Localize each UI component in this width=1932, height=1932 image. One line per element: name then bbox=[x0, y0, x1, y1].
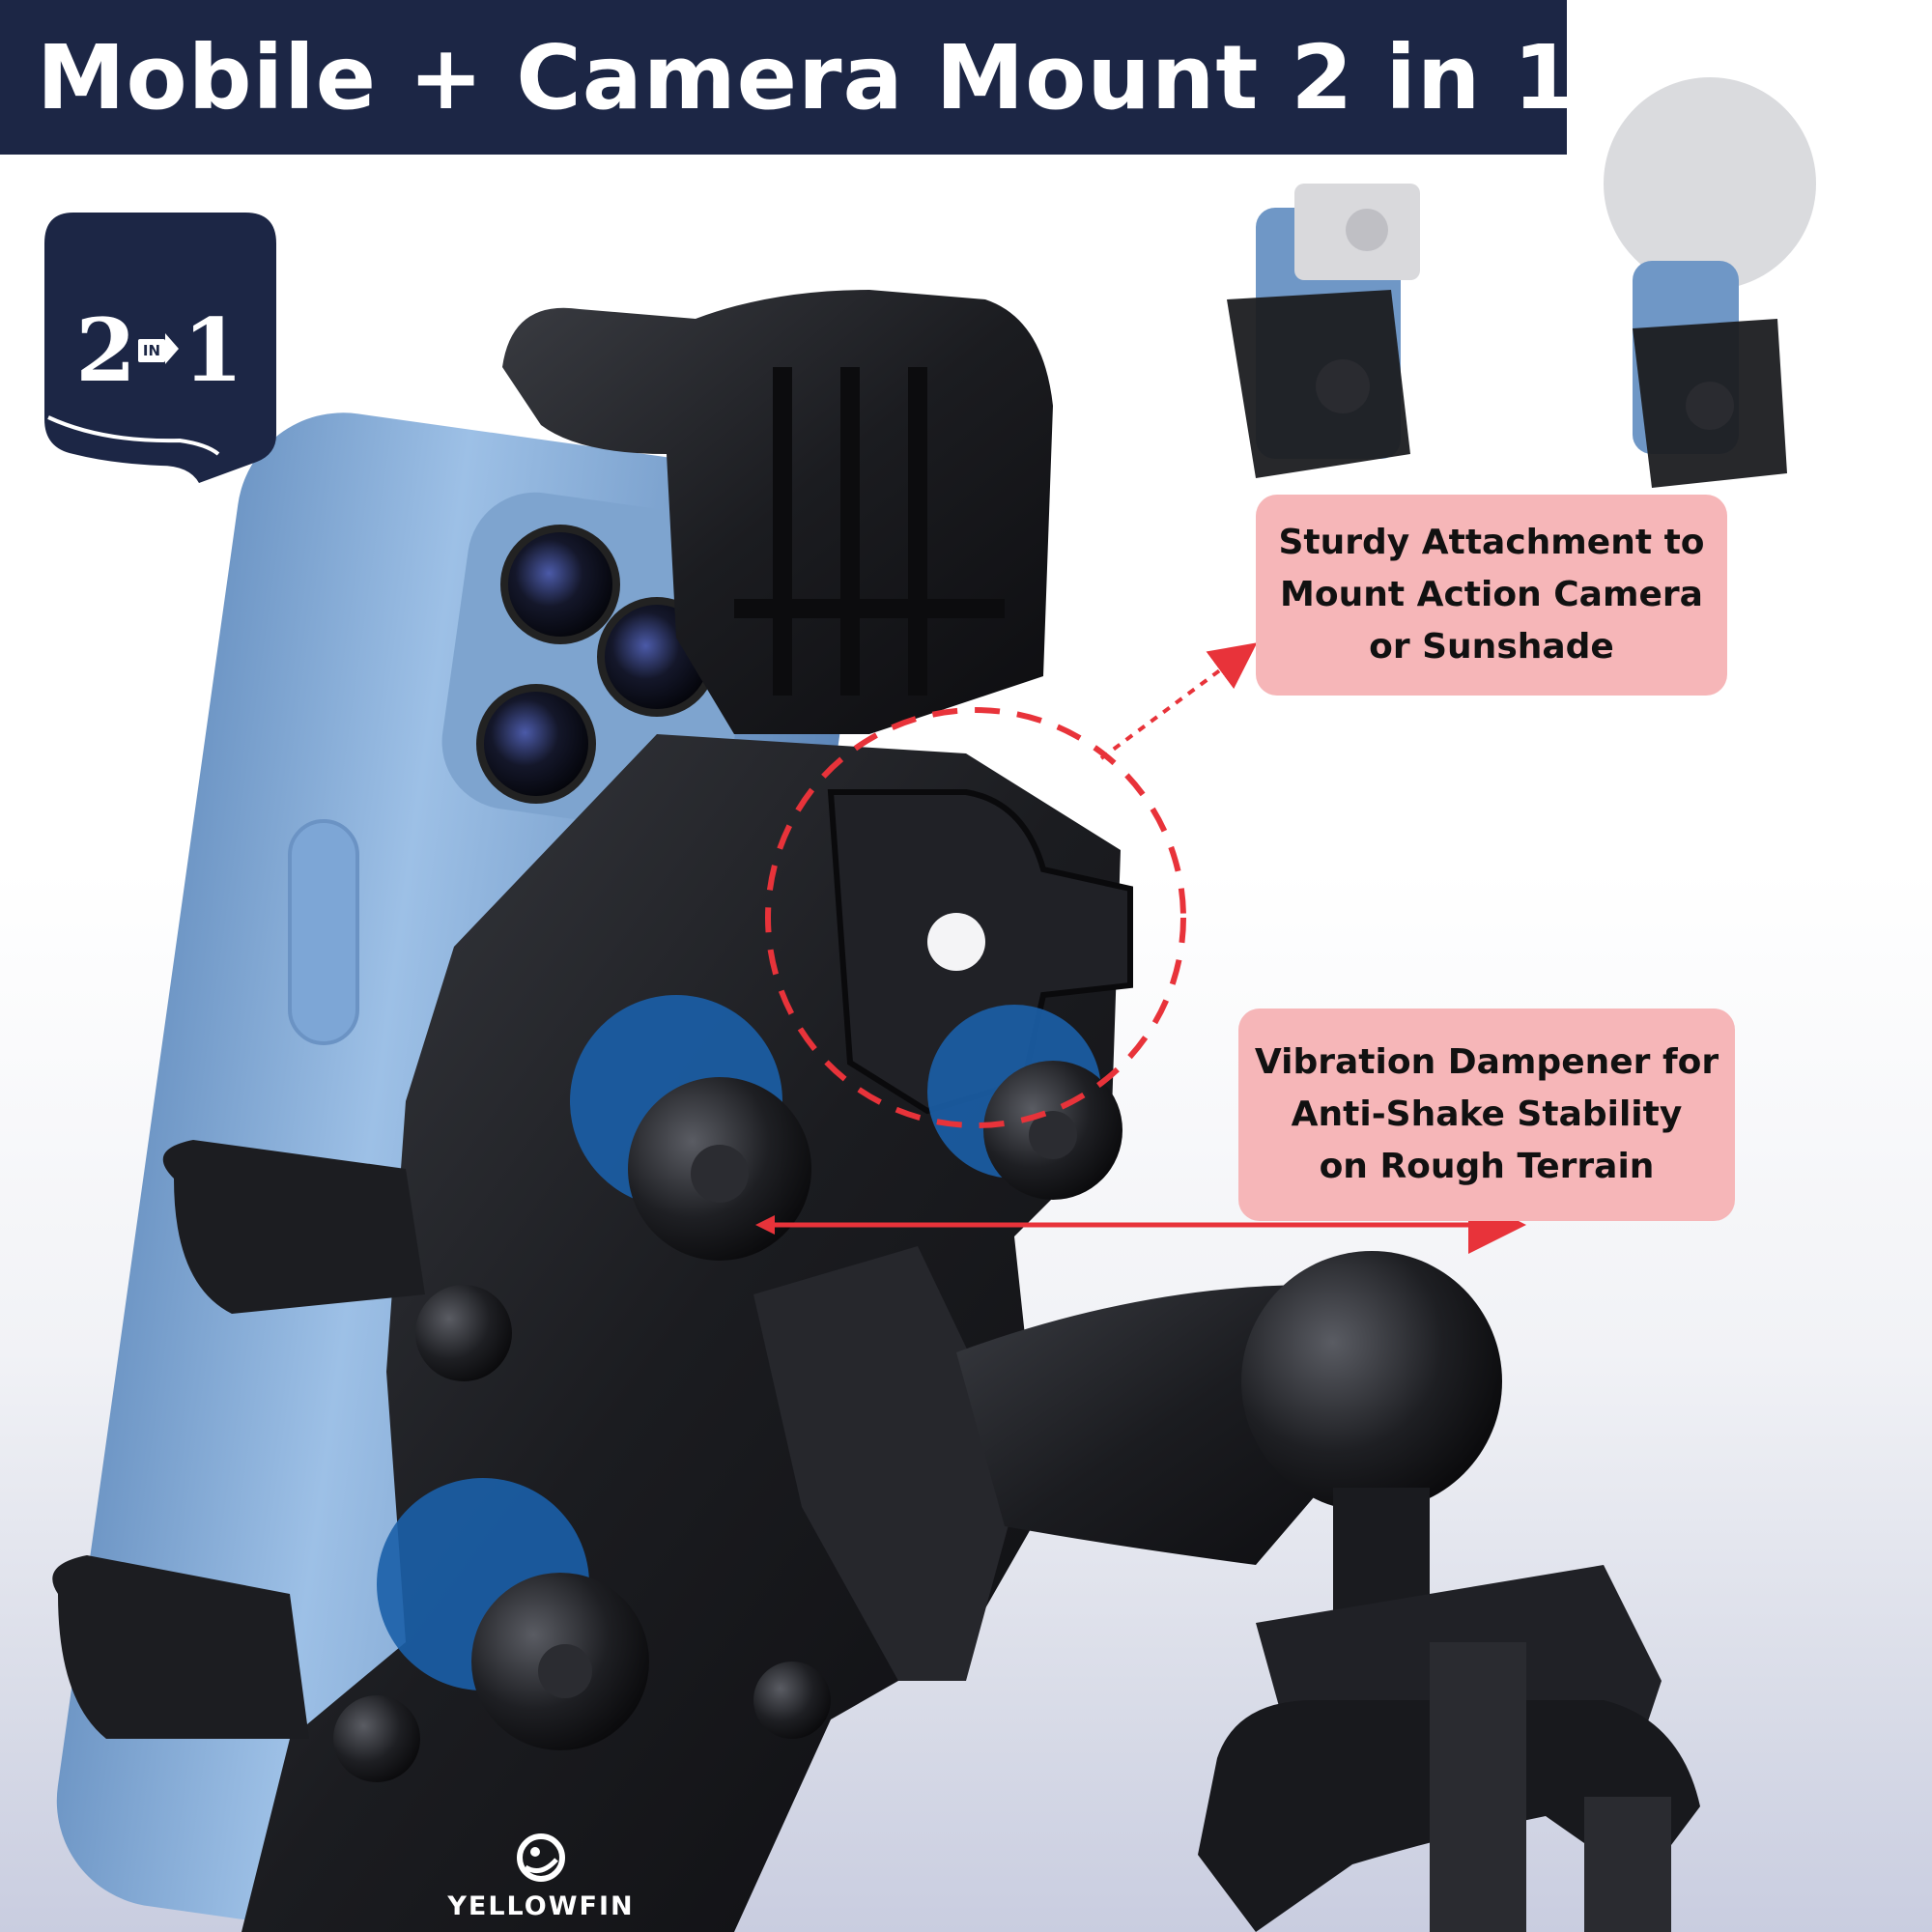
badge-right: 1 bbox=[183, 299, 243, 402]
camera-lens-icon bbox=[500, 525, 620, 644]
ball-joint-icon bbox=[1241, 1251, 1502, 1512]
brand-name: YELLOWFIN bbox=[447, 1891, 635, 1921]
ball-arm bbox=[753, 1246, 1502, 1681]
callout-line: on Rough Terrain bbox=[1319, 1147, 1655, 1186]
sunshade-icon bbox=[1604, 77, 1816, 290]
callout-line: Vibration Dampener for bbox=[1254, 1042, 1719, 1082]
brand-logo: YELLOWFIN bbox=[444, 1831, 638, 1927]
camera-lens-icon bbox=[476, 684, 596, 804]
callout-vibration-dampener: Vibration Dampener for Anti-Shake Stabil… bbox=[1238, 1009, 1735, 1221]
pointer-arrow bbox=[1099, 642, 1258, 760]
callout-camera-attachment: Sturdy Attachment to Mount Action Camera… bbox=[1256, 495, 1727, 696]
highlight-circle bbox=[765, 707, 1186, 1128]
page-title: Mobile + Camera Mount 2 in 1 bbox=[37, 25, 1577, 129]
callout-line: Sturdy Attachment to bbox=[1278, 523, 1705, 562]
two-in-one-badge: 2 IN 1 bbox=[44, 213, 284, 483]
top-clamp bbox=[502, 290, 1053, 734]
fish-logo-icon bbox=[517, 1833, 565, 1882]
callout-line: or Sunshade bbox=[1369, 627, 1614, 667]
handlebar-clamp bbox=[1198, 1565, 1700, 1932]
badge-label: 2 IN 1 bbox=[44, 288, 274, 413]
vibration-dampers bbox=[333, 995, 1122, 1782]
title-banner: Mobile + Camera Mount 2 in 1 bbox=[0, 0, 1575, 155]
badge-middle: IN bbox=[137, 333, 180, 364]
thumbnail-sunshade-mount bbox=[1604, 77, 1816, 488]
mount-hole-icon bbox=[927, 913, 985, 971]
phone-side-button bbox=[288, 819, 359, 1045]
callout-line: Anti-Shake Stability bbox=[1291, 1094, 1683, 1134]
callout-line: Mount Action Camera bbox=[1280, 575, 1703, 614]
badge-left: 2 bbox=[75, 299, 136, 402]
thumbnail-camera-mount bbox=[1227, 184, 1420, 478]
